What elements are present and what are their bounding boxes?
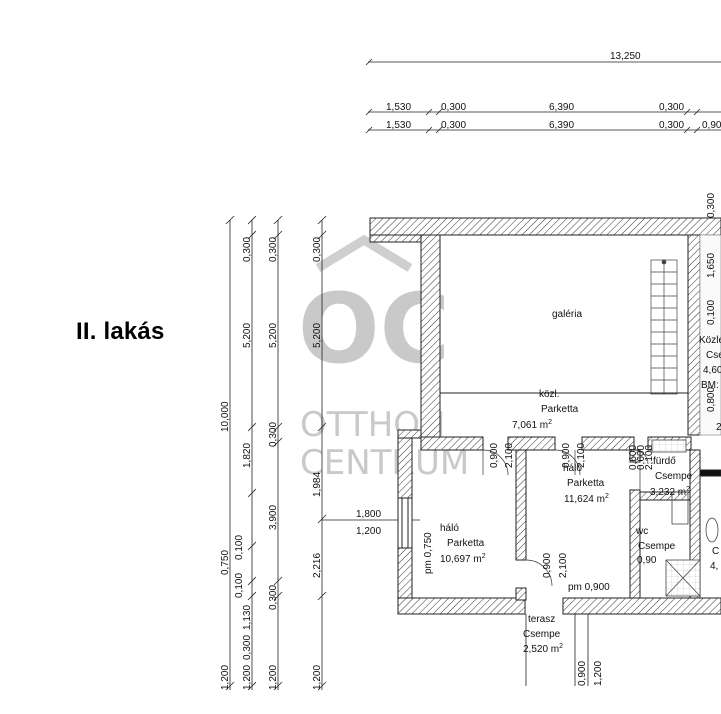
room-terasz-area: 2,520 m2 xyxy=(523,643,563,655)
right-r7: BM: xyxy=(701,380,719,391)
room-furdo-floor: Csempe xyxy=(655,471,693,482)
room-wc-floor: Csempe xyxy=(638,541,676,552)
left-dim-labels: 10,000 0,750 1,200 0,100 0,100 0,300 5,2… xyxy=(220,237,434,690)
dim-c2a: 0,750 xyxy=(220,550,231,575)
door-d1a: 0,900 xyxy=(489,443,500,468)
door-d7b: 1,200 xyxy=(593,661,604,686)
bathroom-fixtures xyxy=(651,234,721,597)
door-d4a: 0,900 xyxy=(542,553,553,578)
door-d1b: 2,100 xyxy=(504,443,515,468)
room-kozl-floor: Parketta xyxy=(541,404,579,415)
dim-c4d: 3,900 xyxy=(268,505,279,530)
dim-window-w: 1,800 xyxy=(356,509,381,520)
dim-row2-2: 6,390 xyxy=(549,120,574,131)
right-r9: 2 xyxy=(716,422,721,433)
dim-c3b: 5,200 xyxy=(242,323,253,348)
dim-total-width: 13,250 xyxy=(610,51,641,62)
right-r5: Cse xyxy=(706,350,721,361)
dim-c4f: 1,200 xyxy=(268,665,279,690)
dim-c2d: 1,130 xyxy=(242,605,253,630)
dim-c3d: 1,820 xyxy=(242,443,253,468)
dim-c5b: 5,200 xyxy=(312,323,323,348)
room-furdo-name: fürdő xyxy=(653,456,676,467)
door-d3b: 2,100 xyxy=(644,445,655,470)
dim-row1-3: 0,300 xyxy=(659,102,684,113)
right-partial-labels: 0,300 1,650 0,100 Közle Cse 4,60 BM: 0,8… xyxy=(699,193,721,572)
left-dimensions xyxy=(225,215,420,691)
room-halo1-floor: Parketta xyxy=(447,538,485,549)
dim-c5e: 1,200 xyxy=(312,665,323,690)
door-dims: 0,900 2,100 0,900 2,100 0,600 2,100 0,60… xyxy=(489,443,657,686)
dim-window-h: 1,200 xyxy=(356,526,381,537)
apartment-title: II. lakás xyxy=(76,318,165,345)
dim-c4e: 0,300 xyxy=(268,585,279,610)
dim-row2-1: 0,300 xyxy=(441,120,466,131)
terrace xyxy=(525,614,589,686)
door-d6: 0,90 xyxy=(637,555,657,566)
dim-row2-0: 1,530 xyxy=(386,120,411,131)
right-r4: Közle xyxy=(699,335,721,346)
room-halo1-area: 10,697 m2 xyxy=(440,553,486,565)
door-swings xyxy=(482,449,649,587)
dim-c2f: 1,200 xyxy=(220,665,231,690)
door-d4b: 2,100 xyxy=(558,553,569,578)
dim-row1-0: 1,530 xyxy=(386,102,411,113)
top-dimensions xyxy=(365,58,721,134)
room-terasz-floor: Csempe xyxy=(523,629,561,640)
right-r3: 0,100 xyxy=(706,300,717,325)
room-kozl-area: 7,061 m2 xyxy=(512,419,552,431)
room-halo2-name: háló xyxy=(563,463,582,474)
walls xyxy=(369,217,721,615)
room-terasz-name: terasz xyxy=(528,614,555,625)
door-d5: pm 0,900 xyxy=(568,582,610,593)
dim-c3f: 1,200 xyxy=(242,665,253,690)
room-labels: galéria közl. Parketta 7,061 m2 háló Par… xyxy=(440,309,693,655)
dim-c4b: 5,200 xyxy=(268,323,279,348)
room-galeria: galéria xyxy=(552,309,582,320)
door-d3a: 0,600 xyxy=(628,445,639,470)
right-r2: 1,650 xyxy=(706,253,717,278)
dim-row2-4: 0,90 xyxy=(702,120,721,131)
dim-c2c: 0,100 xyxy=(234,573,245,598)
right-r6: 4,60 xyxy=(703,365,721,376)
right-r10: C xyxy=(712,546,719,557)
right-r11: 4, xyxy=(710,561,718,572)
right-r8: 0,800 xyxy=(706,387,717,412)
dim-c5a: 0,300 xyxy=(312,237,323,262)
dim-row2-3: 0,300 xyxy=(659,120,684,131)
dim-c2e: 0,300 xyxy=(242,635,253,660)
room-halo2-floor: Parketta xyxy=(567,478,605,489)
dim-row1-1: 0,300 xyxy=(441,102,466,113)
room-wc-name: wc xyxy=(635,526,648,537)
stairs xyxy=(650,259,678,395)
room-kozl-name: közl. xyxy=(539,389,560,400)
dim-c1: 10,000 xyxy=(220,401,231,432)
dim-window-pm: pm 0,750 xyxy=(423,532,434,574)
room-halo2-area: 11,624 m2 xyxy=(564,493,609,505)
dim-c5c: 1,984 xyxy=(312,472,323,497)
dim-c4a: 0,300 xyxy=(268,237,279,262)
door-d2a: 0,900 xyxy=(561,443,572,468)
dim-c2b: 0,100 xyxy=(234,535,245,560)
dim-c5d: 2,216 xyxy=(312,553,323,578)
dim-row1-2: 6,390 xyxy=(549,102,574,113)
watermark-roof-icon xyxy=(315,234,413,272)
door-d7a: 0,900 xyxy=(577,661,588,686)
dim-c4c: 0,300 xyxy=(268,422,279,447)
right-r1: 0,300 xyxy=(706,193,717,218)
room-halo1-name: háló xyxy=(440,523,459,534)
door-d2b: 2,100 xyxy=(576,443,587,468)
door-d3c: 0,600 xyxy=(636,445,647,470)
dim-c3a: 0,300 xyxy=(242,237,253,262)
room-furdo-area: 3,232 m2 xyxy=(650,486,690,498)
